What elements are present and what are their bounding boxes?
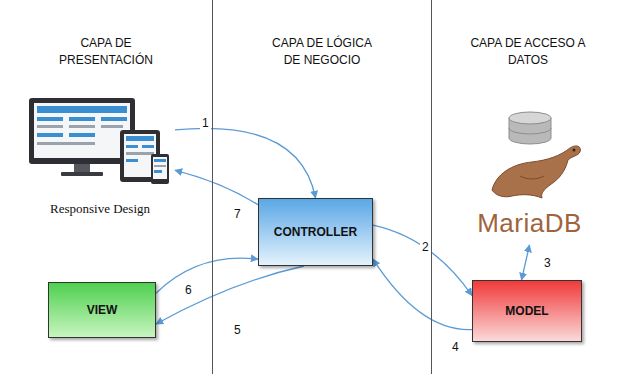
flow-arrow [175,128,316,198]
layer-column: CAPA DE PRESENTACIÓN Responsive DesignVIE… [0,0,213,374]
flow-arrow [522,245,530,280]
callout-number: 3 [542,256,553,270]
flow-arrow [156,266,304,324]
device-caption: Responsive Design [50,201,150,217]
layer-column: CAPA DE ACCESO A DATOS MariaDB MODEL [432,0,629,374]
device-group: Responsive Design [25,92,175,227]
box-label: MODEL [505,304,548,318]
box-label: CONTROLLER [274,225,357,239]
layer-column: CAPA DE LÓGICA DE NEGOCIO CONTROLLER [213,0,432,374]
layer-heading: CAPA DE LÓGICA DE NEGOCIO [268,35,376,69]
view-box: VIEW [48,282,156,338]
callout-number: 4 [450,340,461,354]
controller-box: CONTROLLER [258,198,373,266]
box-label: VIEW [87,303,118,317]
callout-number: 7 [232,207,243,221]
model-box: MODEL [472,280,582,342]
layer-heading: CAPA DE PRESENTACIÓN [42,35,170,69]
callout-number: 2 [420,240,431,254]
callout-number: 5 [232,323,243,337]
database-logo: MariaDB [462,98,597,245]
flow-arrow [373,259,472,329]
callout-number: 6 [183,283,194,297]
logo-wordmark: MariaDB [477,208,582,239]
flow-arrow [175,170,258,205]
flow-arrow [156,258,258,293]
callout-number: 1 [200,116,211,130]
layer-heading: CAPA DE ACCESO A DATOS [468,35,588,69]
flow-arrow [373,225,472,295]
